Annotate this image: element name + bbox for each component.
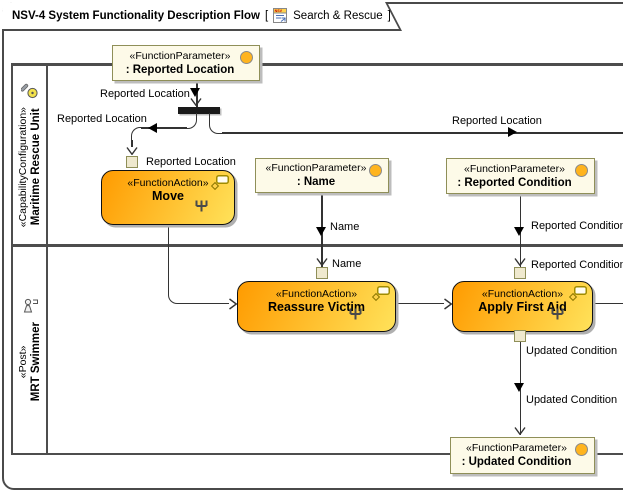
parameter-circle-icon [369, 164, 382, 177]
flow-label-reported-condition: Reported Condition [531, 220, 623, 232]
lane-mrt-swimmer[interactable]: «Post» MRT Swimmer [13, 247, 46, 452]
swimlane-bottom-border [11, 453, 623, 455]
diagram-title-tab[interactable]: NSV-4 System Functionality Description F… [2, 2, 402, 31]
output-pin-updated-condition[interactable] [514, 330, 526, 342]
parameter-updated-condition[interactable]: «FunctionParameter» : Updated Condition [450, 437, 595, 474]
flow-line [131, 140, 133, 147]
fork-node[interactable] [178, 107, 220, 114]
behavior-badge-icon [216, 175, 229, 184]
diamond-badge-icon [568, 292, 578, 302]
flow-label-reported-condition: Reported Condition [531, 259, 623, 271]
flow-corner [168, 225, 182, 304]
parameter-reported-condition[interactable]: «FunctionParameter» : Reported Condition [446, 158, 595, 194]
swimlane-header-separator [46, 63, 48, 455]
open-arrowhead-down-icon [514, 258, 526, 266]
parameter-circle-icon [240, 51, 253, 64]
parameter-circle-icon [575, 443, 588, 456]
diamond-badge-icon [210, 181, 220, 191]
solid-arrowhead-down-icon [190, 88, 200, 97]
lane-label: «Post» MRT Swimmer [16, 322, 42, 402]
solid-arrowhead-down-icon [514, 227, 524, 236]
flow-line [141, 127, 187, 129]
flow-corner [186, 113, 197, 129]
open-arrowhead-down-icon [126, 147, 138, 155]
flow-line [593, 302, 623, 304]
capability-configuration-icon [20, 83, 38, 98]
action-apply-first-aid[interactable]: «FunctionAction» Apply First Aid [452, 281, 593, 332]
rake-icon [349, 308, 362, 320]
context-bracket-close: ] [387, 9, 391, 22]
flow-label-reported-location: Reported Location [100, 88, 190, 100]
pin-label-reported-location: Reported Location [146, 156, 236, 168]
post-icon [23, 299, 38, 313]
rake-icon [195, 200, 208, 212]
solid-arrowhead-right-icon [508, 127, 517, 137]
input-pin-reported-condition[interactable] [514, 267, 526, 279]
context-name: Search & Rescue [293, 9, 383, 22]
input-pin-name[interactable] [316, 267, 328, 279]
solid-arrowhead-down-icon [514, 383, 524, 392]
flow-line [222, 132, 623, 134]
context-bracket-open: [ [264, 9, 269, 22]
open-arrowhead-right-icon [229, 297, 237, 310]
flow-line [396, 302, 444, 304]
open-arrowhead-down-icon [316, 258, 328, 266]
parameter-name[interactable]: «FunctionParameter» : Name [255, 158, 389, 193]
flow-line [181, 302, 229, 304]
title-tab-background [2, 2, 399, 29]
flow-corner [209, 113, 223, 134]
solid-arrowhead-left-icon [148, 122, 157, 133]
swimlane-left-border [11, 63, 13, 455]
solid-arrowhead-down-icon [316, 227, 326, 236]
flow-label-updated-condition: Updated Condition [526, 345, 618, 357]
lane-label: «CapabilityConfiguration» Maritime Rescu… [16, 106, 42, 228]
flow-corner [131, 127, 142, 141]
swimlane-top-border [11, 63, 623, 66]
flow-label-name: Name [332, 258, 362, 270]
behavior-badge-icon [377, 286, 390, 295]
flow-label-reported-location: Reported Location [452, 115, 542, 127]
open-arrowhead-right-icon [444, 297, 452, 310]
behavior-badge-icon [574, 286, 587, 295]
nsv-diagram-icon: NSV [273, 7, 288, 23]
svg-text:NSV: NSV [275, 9, 283, 13]
lane-maritime-rescue-unit[interactable]: «CapabilityConfiguration» Maritime Rescu… [13, 66, 46, 243]
open-arrowhead-down-icon [190, 98, 202, 106]
input-pin-reported-location[interactable] [126, 156, 138, 168]
flow-label-name: Name [330, 221, 360, 233]
diagram-title: NSV-4 System Functionality Description F… [12, 9, 260, 22]
action-move[interactable]: «FunctionAction» Move [101, 170, 235, 225]
parameter-circle-icon [575, 164, 588, 177]
flow-label-updated-condition: Updated Condition [526, 394, 618, 406]
open-arrowhead-down-icon [514, 427, 526, 435]
diamond-badge-icon [371, 292, 381, 302]
rake-icon [551, 308, 564, 320]
flow-label-reported-location: Reported Location [57, 113, 147, 125]
action-reassure-victim[interactable]: «FunctionAction» Reassure Victim [237, 281, 396, 332]
parameter-reported-location[interactable]: «FunctionParameter» : Reported Location [112, 45, 260, 81]
swimlane-divider [11, 244, 623, 247]
